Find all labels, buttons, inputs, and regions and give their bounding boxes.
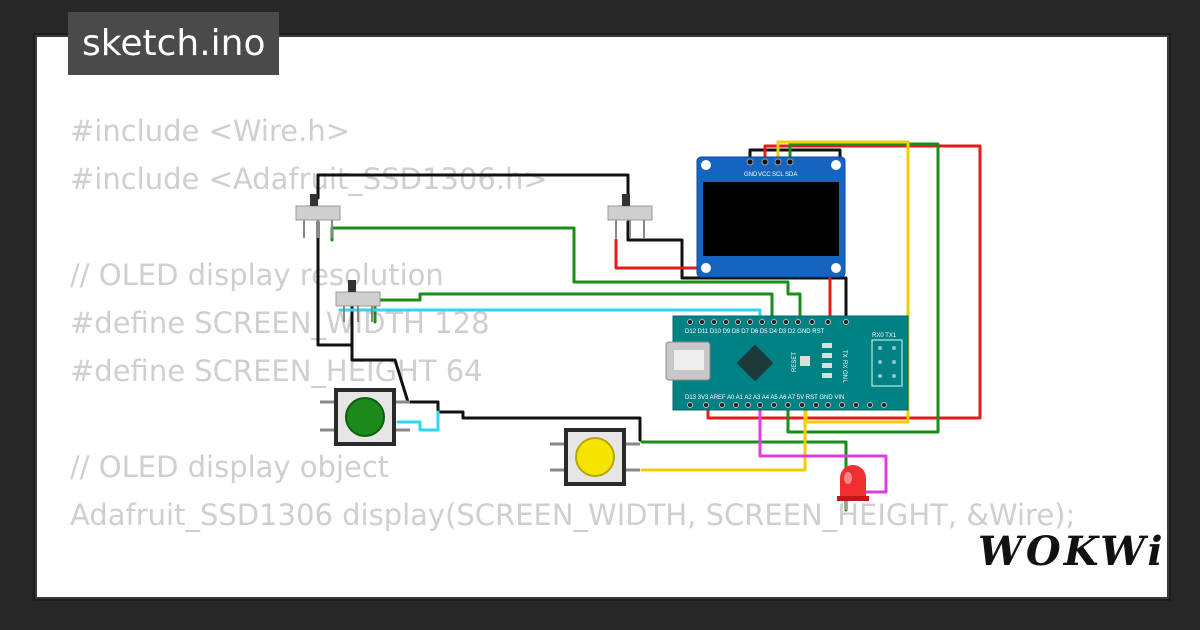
- code-line: // Pin definitions for the buttons, pote…: [70, 587, 1075, 597]
- arduino-led-label: TX: [841, 350, 847, 358]
- oled-pin-label: SDA: [785, 172, 797, 178]
- slide-switch[interactable]: [295, 194, 341, 238]
- arduino-led-label: ON: [841, 370, 847, 379]
- wire-yellow[interactable]: [640, 408, 807, 472]
- wokwi-logo: WOKWi: [978, 528, 1166, 575]
- oled-pin-label: SCL: [772, 172, 784, 178]
- oled-display[interactable]: GND VCC SCL SDA: [696, 156, 846, 278]
- code-line: #include <Wire.h>: [70, 114, 351, 148]
- wire-black[interactable]: [316, 220, 354, 347]
- arduino-rx-tx-label: RX0 TX1: [872, 333, 897, 339]
- slide-switch[interactable]: [335, 280, 381, 322]
- led-red[interactable]: [837, 465, 869, 510]
- wire-red[interactable]: [706, 144, 982, 420]
- wire-black[interactable]: [626, 220, 848, 324]
- oled-pin-label: VCC: [758, 172, 771, 178]
- code-line: #include <Adafruit_SSD1306.h>: [70, 162, 548, 196]
- wire-green[interactable]: [330, 226, 802, 324]
- arduino-reset-label: RESET: [792, 352, 798, 372]
- pushbutton-yellow[interactable]: [550, 428, 640, 486]
- arduino-bottom-pin-labels: D13 3V3 AREF A0 A1 A2 A3 A4 A5 A6 A7 5V …: [685, 395, 844, 401]
- arduino-top-pin-labels: D12 D11 D10 D9 D8 D7 D6 D5 D4 D3 D2 GND …: [685, 329, 825, 335]
- oled-pin-label: GND: [744, 172, 758, 178]
- arduino-nano[interactable]: D12 D11 D10 D9 D8 D7 D6 D5 D4 D3 D2 GND …: [665, 315, 909, 411]
- wire-green[interactable]: [640, 440, 848, 512]
- wire-green[interactable]: [786, 142, 940, 434]
- arduino-led-label: RX: [841, 360, 847, 368]
- code-line: #define SCREEN_WIDTH 128: [70, 306, 490, 340]
- slide-switch[interactable]: [607, 194, 653, 238]
- wire-black[interactable]: [316, 173, 630, 200]
- code-editor[interactable]: #include <Wire.h> #include <Adafruit_SSD1…: [70, 107, 1076, 597]
- file-title-tab[interactable]: sketch.ino: [68, 12, 280, 75]
- code-line: // OLED display resolution: [70, 258, 444, 292]
- wire-cyan[interactable]: [396, 410, 440, 432]
- wire-black[interactable]: [350, 298, 642, 442]
- pushbutton-green[interactable]: [320, 388, 410, 446]
- wire-magenta[interactable]: [758, 320, 888, 494]
- code-line: // OLED display object: [70, 450, 390, 484]
- code-line: Adafruit_SSD1306 display(SCREEN_WIDTH, S…: [70, 498, 1076, 532]
- arduino-led-label: L: [841, 380, 847, 384]
